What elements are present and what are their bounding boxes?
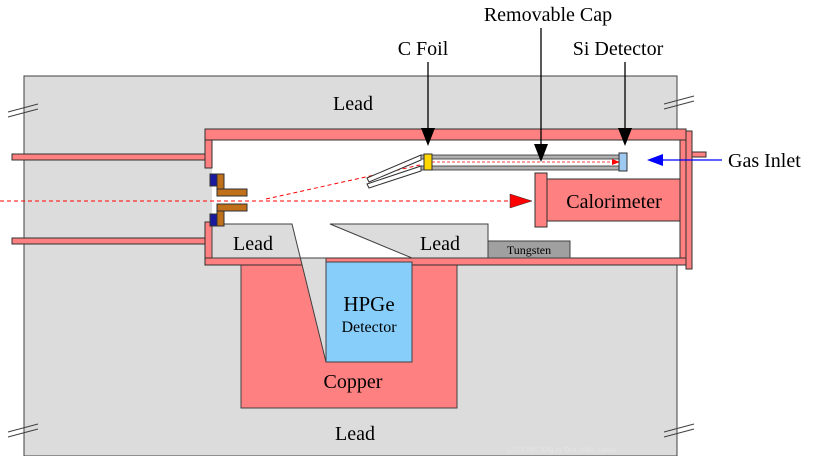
label-lead-bottom: Lead	[335, 423, 375, 445]
pointer-arrows	[421, 28, 722, 166]
si-detector	[618, 152, 628, 172]
break-marks	[7, 95, 695, 438]
calorimeter	[534, 172, 548, 228]
label-hpge-detector: Detector	[341, 319, 397, 336]
label-calorimeter: Calorimeter	[566, 191, 662, 213]
label-lead-left-wedge: Lead	[233, 233, 273, 255]
calorimeter-body	[546, 178, 681, 222]
tungsten-block	[487, 240, 571, 259]
label-tungsten: Tungsten	[507, 243, 551, 257]
c-foil	[423, 153, 433, 171]
label-gas-inlet: Gas Inlet	[728, 150, 801, 172]
label-removable-cap: Removable Cap	[484, 4, 612, 26]
watermark-text: 12/13/2005 Xfig by Dott. Alber Lorent	[507, 446, 616, 454]
hpge-detector	[325, 261, 413, 363]
label-copper: Copper	[324, 371, 383, 393]
collimator-electrodes	[209, 173, 248, 227]
chamber-wall	[204, 128, 707, 270]
label-c-foil: C Foil	[398, 38, 449, 60]
label-si-detector: Si Detector	[573, 38, 664, 60]
label-lead-top: Lead	[333, 93, 373, 115]
beam-pipe	[11, 153, 206, 245]
beam-line	[0, 164, 533, 209]
label-hpge: HPGe	[343, 292, 394, 316]
beam-arrowhead	[509, 193, 533, 209]
gas-target-tube	[366, 152, 628, 189]
label-lead-right-wedge: Lead	[420, 233, 460, 255]
